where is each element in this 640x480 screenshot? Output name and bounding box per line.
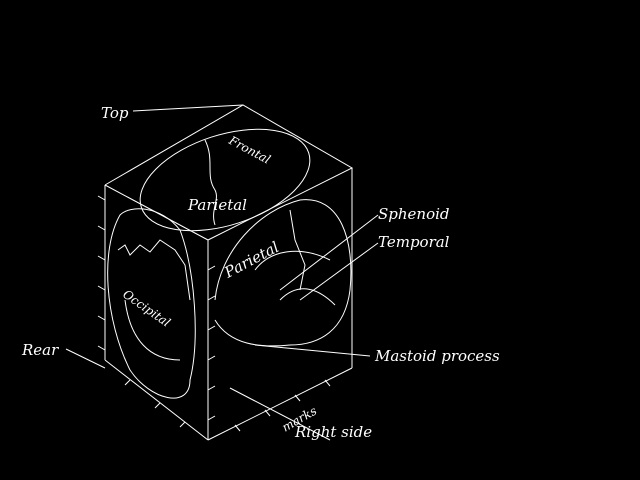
label-top: Top <box>101 104 129 122</box>
skull-outlines <box>107 128 352 399</box>
label-frontal: Frontal <box>226 133 273 167</box>
label-temporal: Temporal <box>378 233 450 251</box>
tick-marks <box>97 195 331 432</box>
label-occipital: Occipital <box>120 287 173 330</box>
label-mastoid-process: Mastoid process <box>374 347 500 365</box>
label-sphenoid: Sphenoid <box>378 205 450 223</box>
leader-lines <box>65 104 379 369</box>
label-rear: Rear <box>21 341 59 359</box>
label-parietal-top: Parietal <box>187 196 247 214</box>
label-right-side: Right side <box>294 423 372 441</box>
label-parietal-side: Parietal <box>221 238 283 282</box>
cube-frame <box>104 104 354 441</box>
